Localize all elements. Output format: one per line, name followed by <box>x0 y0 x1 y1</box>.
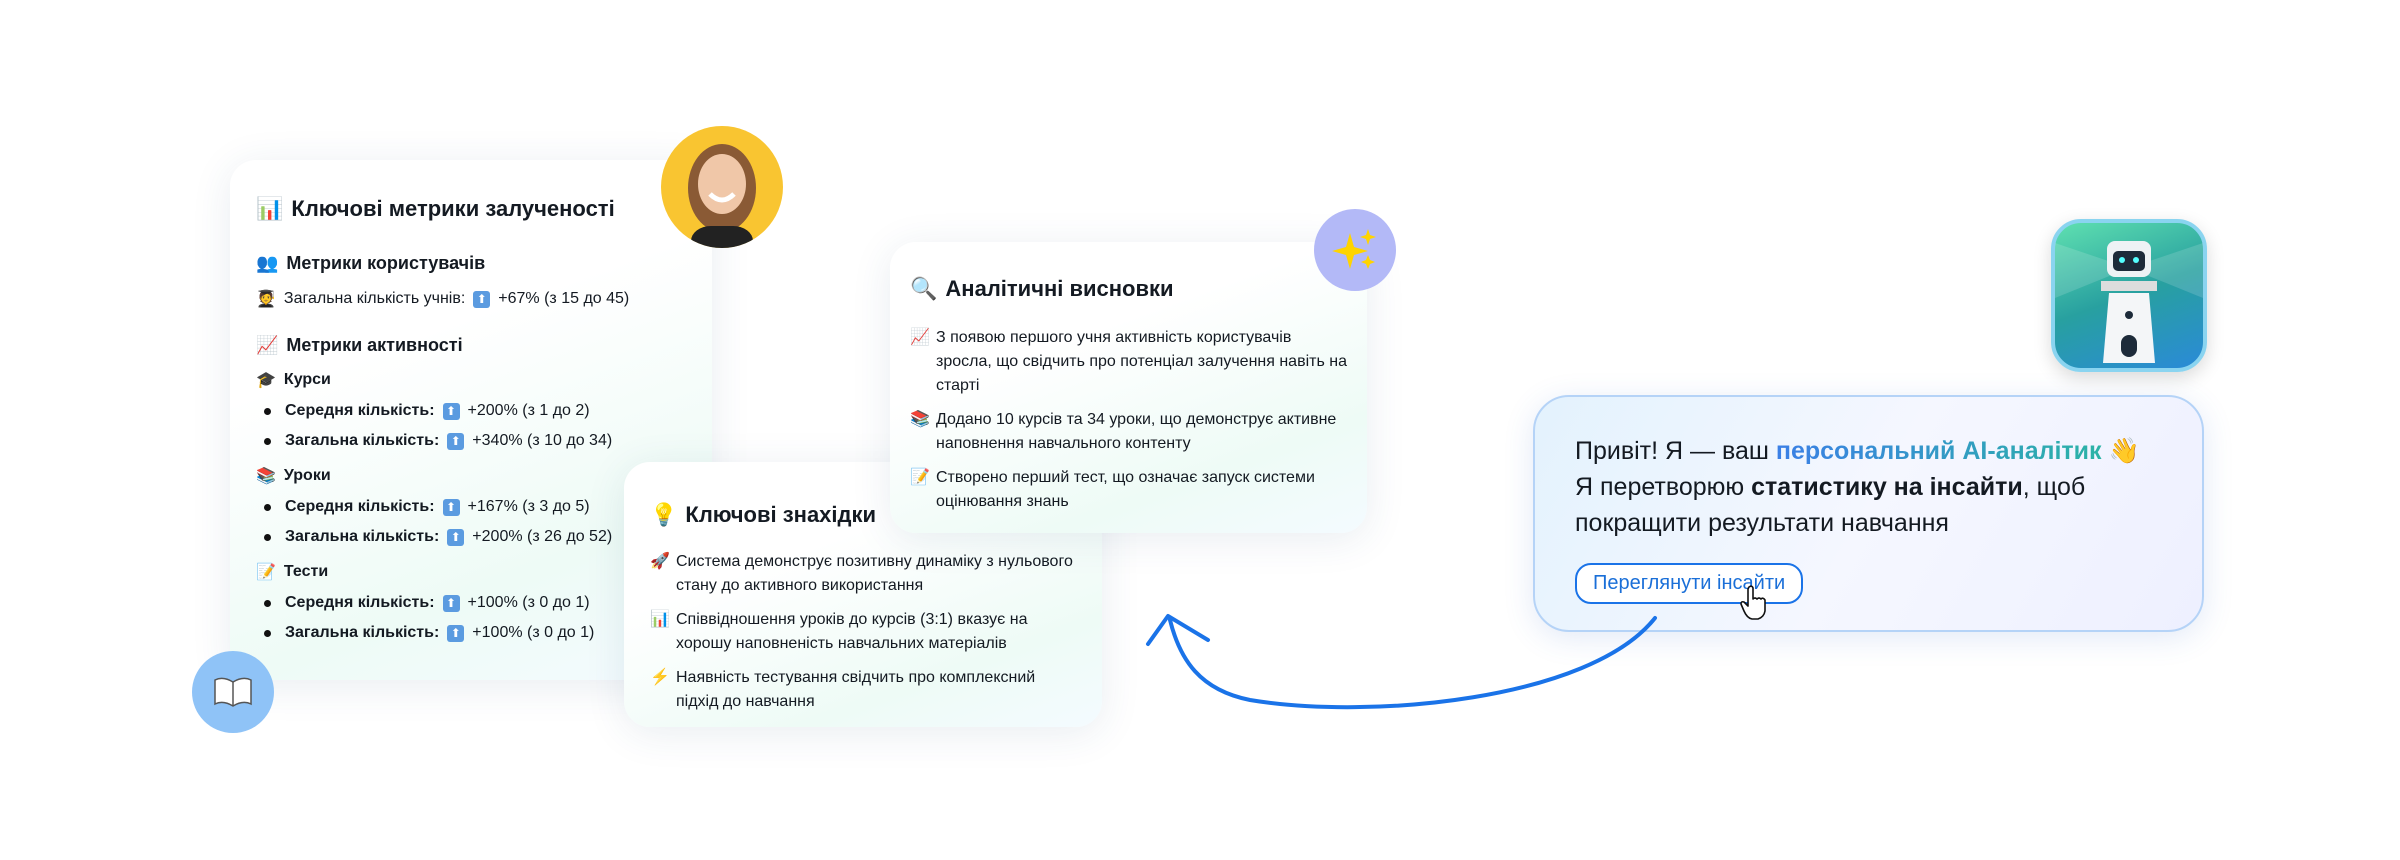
group-heading: 📝 Тести <box>256 556 686 588</box>
metric-label: Середня кількість: <box>285 402 435 419</box>
ai-analyst-card: Привіт! Я — ваш персональний AI-аналітик… <box>1533 395 2204 632</box>
woman-portrait-icon <box>688 144 756 248</box>
item-text: Співвідношення уроків до курсів (3:1) вк… <box>676 611 1028 652</box>
group-title: Уроки <box>283 467 331 484</box>
list-item: 📈 З появою першого учня активність корист… <box>910 326 1347 398</box>
group-title: Курси <box>283 371 331 388</box>
arrow-up-icon: ⬆ <box>442 402 460 420</box>
metric-value: +167% (з 3 до 5) <box>467 498 590 515</box>
metric-label: Загальна кількість: <box>285 528 440 545</box>
greeting: Привіт! Я — ваш <box>1575 437 1776 465</box>
ai-intro-text: Привіт! Я — ваш персональний AI-аналітик… <box>1575 433 2182 541</box>
magnifier-icon: 🔍 <box>910 276 938 301</box>
item-text: Додано 10 курсів та 34 уроки, що демонст… <box>936 411 1337 452</box>
metric-label: Середня кількість: <box>285 594 435 611</box>
books-icon: 📚 <box>256 468 276 485</box>
avatar <box>661 126 783 248</box>
ai-robot-lighthouse-logo <box>2051 219 2207 372</box>
lightbulb-icon: 💡 <box>650 502 678 527</box>
metric-value: +100% (з 0 до 1) <box>472 624 595 641</box>
text: , щоб покращити результати навчання <box>1575 473 2086 537</box>
group-heading: 🎓 Курси <box>256 364 686 396</box>
metric-row: Середня кількість: ⬆ +200% (з 1 до 2) <box>264 396 686 426</box>
lightning-icon: ⚡ <box>650 669 670 686</box>
section-heading: Метрики активності <box>286 334 463 355</box>
metric-label: Загальна кількість: <box>285 624 440 641</box>
metric-row: Середня кількість: ⬆ +100% (з 0 до 1) <box>264 588 686 618</box>
card-title: Аналітичні висновки <box>945 276 1174 301</box>
memo-icon: 📝 <box>910 469 930 486</box>
item-text: Створено перший тест, що означає запуск … <box>936 469 1315 510</box>
engagement-metrics-card: 📊 Ключові метрики залученості 👥 Метрики ко… <box>230 160 712 680</box>
highlight-text: персональний AI-аналітик <box>1775 437 2102 465</box>
waving-hand-icon: 👋 <box>2108 437 2140 465</box>
bold-text: статистику на інсайти <box>1751 473 2023 501</box>
group-title: Тести <box>283 563 329 580</box>
metric-label: Загальна кількість учнів: <box>283 290 466 307</box>
card-title: Ключові метрики залученості <box>291 196 615 221</box>
section-heading: Метрики користувачів <box>286 252 486 273</box>
metric-row: Загальна кількість: ⬆ +100% (з 0 до 1) <box>264 618 686 652</box>
lighthouse-robot-icon <box>2055 241 2203 363</box>
list-item: 📝 Створено перший тест, що означає запуск… <box>910 466 1347 514</box>
sparkles-badge <box>1314 209 1396 291</box>
list-item: ⚡ Наявність тестування свідчить про компл… <box>650 666 1076 714</box>
item-text: Наявність тестування свідчить про компле… <box>676 669 1036 710</box>
metric-list: Середня кількість:⬆+167% (з 3 до 5)Загал… <box>256 492 686 556</box>
metric-label: Середня кількість: <box>285 498 435 515</box>
open-book-icon <box>214 677 252 707</box>
arrow-up-icon: ⬆ <box>447 624 465 642</box>
group-heading: 📚 Уроки <box>256 460 686 492</box>
card-title: Ключові знахідки <box>685 502 877 527</box>
metric-value: +100% (з 0 до 1) <box>467 594 590 611</box>
memo-icon: 📝 <box>256 564 276 581</box>
arrow-up-icon: ⬆ <box>442 594 460 612</box>
graduation-cap-icon: 🎓 <box>256 372 276 389</box>
metric-row: Загальна кількість: ⬆ +200% (з 26 до 52) <box>264 522 686 556</box>
sparkles-icon <box>1332 229 1376 269</box>
bar-chart-icon: 📊 <box>256 196 284 221</box>
trend-icon: 📈 <box>910 329 930 346</box>
item-text: Система демонструє позитивну динаміку з … <box>676 553 1073 594</box>
metric-list: Середня кількість:⬆+100% (з 0 до 1)Загал… <box>256 588 686 652</box>
arrow-up-icon: ⬆ <box>447 432 465 450</box>
item-text: З появою першого учня активність користу… <box>936 329 1347 394</box>
list-item: 📚 Додано 10 курсів та 34 уроки, що демонс… <box>910 408 1347 456</box>
text: Я перетворюю <box>1575 473 1752 501</box>
metric-row: Загальна кількість: ⬆ +340% (з 10 до 34) <box>264 426 686 460</box>
books-icon: 📚 <box>910 411 930 428</box>
view-insights-button[interactable]: Переглянути інсайти <box>1575 563 1804 604</box>
users-icon: 👥 <box>256 252 279 273</box>
list-item: 🚀 Система демонструє позитивну динаміку з… <box>650 550 1076 598</box>
arrow-up-icon: ⬆ <box>473 290 491 308</box>
arrow-up-icon: ⬆ <box>442 498 460 516</box>
metric-label: Загальна кількість: <box>285 432 440 449</box>
metric-value: +340% (з 10 до 34) <box>472 432 613 449</box>
analytics-conclusions-card: 🔍 Аналітичні висновки 📈 З появою першого у… <box>890 242 1367 533</box>
student-icon: 🧑‍🎓 <box>256 291 276 308</box>
hand-cursor-icon <box>1740 585 1766 620</box>
metric-list: Середня кількість:⬆+200% (з 1 до 2)Загал… <box>256 396 686 460</box>
arrow-up-icon: ⬆ <box>447 528 465 546</box>
trend-icon: 📈 <box>256 334 279 355</box>
list-item: 📊 Співвідношення уроків до курсів (3:1) в… <box>650 608 1076 656</box>
metric-value: +67% (з 15 до 45) <box>498 290 630 307</box>
bar-chart-icon: 📊 <box>650 611 670 628</box>
metric-row: Середня кількість: ⬆ +167% (з 3 до 5) <box>264 492 686 522</box>
metric-value: +200% (з 1 до 2) <box>467 402 590 419</box>
metric-value: +200% (з 26 до 52) <box>472 528 613 545</box>
rocket-icon: 🚀 <box>650 553 670 570</box>
book-badge <box>192 651 274 733</box>
